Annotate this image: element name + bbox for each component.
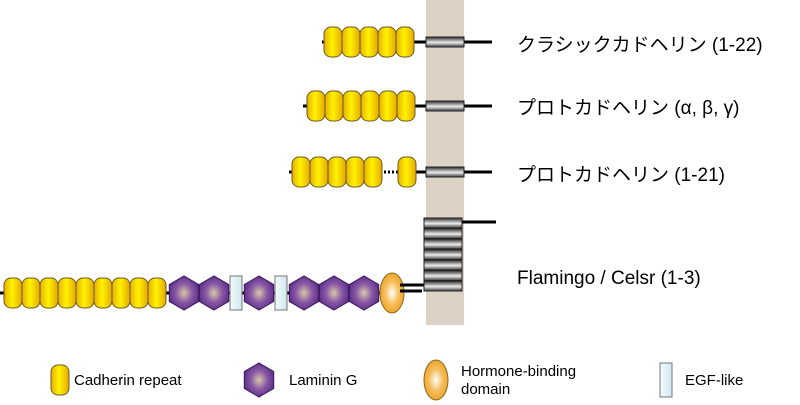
protein-label-protocadherin-abg: プロトカドヘリン (α, β, γ) bbox=[517, 98, 740, 119]
legend-icon-laminin bbox=[243, 362, 275, 398]
laminin-g-domain bbox=[243, 275, 275, 311]
cadherin-repeat bbox=[75, 277, 95, 309]
cadherin-repeat bbox=[378, 90, 398, 122]
legend-label-egf: EGF-like bbox=[685, 372, 744, 389]
cadherin-repeat bbox=[397, 156, 417, 188]
cadherin-repeat bbox=[363, 156, 383, 188]
cadherin-repeat bbox=[324, 90, 344, 122]
cadherin-repeat bbox=[327, 156, 347, 188]
legend-icon-cadherin bbox=[50, 364, 70, 396]
protein-label-protocadherin-1-21: プロトカドヘリン (1-21) bbox=[517, 165, 725, 186]
cadherin-repeat bbox=[323, 26, 343, 58]
protein-label-flamingo-celsr: Flamingo / Celsr (1-3) bbox=[517, 268, 701, 289]
cadherin-repeat bbox=[111, 277, 131, 309]
cadherin-repeat bbox=[147, 277, 167, 309]
cadherin-repeat bbox=[93, 277, 113, 309]
transmembrane-segment bbox=[425, 100, 465, 112]
laminin-g-domain bbox=[198, 275, 230, 311]
transmembrane-segment bbox=[423, 217, 463, 229]
transmembrane-segment bbox=[425, 166, 465, 178]
transmembrane-segment bbox=[423, 238, 463, 250]
cadherin-repeat bbox=[306, 90, 326, 122]
cadherin-repeat bbox=[57, 277, 77, 309]
cadherin-repeat bbox=[129, 277, 149, 309]
laminin-g-domain bbox=[318, 275, 350, 311]
cadherin-repeat bbox=[396, 90, 416, 122]
cadherin-repeat bbox=[395, 26, 415, 58]
legend-label-cadherin: Cadherin repeat bbox=[74, 372, 182, 389]
cadherin-repeat bbox=[345, 156, 365, 188]
cadherin-repeat bbox=[359, 26, 379, 58]
cadherin-repeat bbox=[341, 26, 361, 58]
hormone-binding-domain bbox=[379, 272, 405, 314]
cadherin-repeat bbox=[291, 156, 311, 188]
legend-icon-hormone bbox=[423, 359, 449, 401]
transmembrane-segment bbox=[423, 259, 463, 271]
legend-label-hormone: Hormone-binding domain bbox=[461, 363, 577, 398]
cadherin-repeat bbox=[21, 277, 41, 309]
legend-label-laminin: Laminin G bbox=[289, 372, 358, 389]
cadherin-repeat bbox=[3, 277, 23, 309]
legend-icon-egf bbox=[659, 362, 673, 398]
cadherin-repeat bbox=[342, 90, 362, 122]
cadherin-repeat bbox=[309, 156, 329, 188]
transmembrane-segment bbox=[425, 36, 465, 48]
egf-like-domain bbox=[274, 275, 288, 311]
transmembrane-segment bbox=[423, 280, 463, 292]
cadherin-repeat bbox=[360, 90, 380, 122]
laminin-g-domain bbox=[288, 275, 320, 311]
laminin-g-domain bbox=[348, 275, 380, 311]
protein-label-classic-cadherin: クラシックカドヘリン (1-22) bbox=[517, 35, 763, 56]
egf-like-domain bbox=[229, 275, 243, 311]
transmembrane-segment bbox=[423, 228, 463, 239]
transmembrane-segment bbox=[423, 270, 463, 281]
transmembrane-segment bbox=[423, 249, 463, 260]
cadherin-repeat bbox=[377, 26, 397, 58]
laminin-g-domain bbox=[168, 275, 200, 311]
cadherin-repeat bbox=[39, 277, 59, 309]
